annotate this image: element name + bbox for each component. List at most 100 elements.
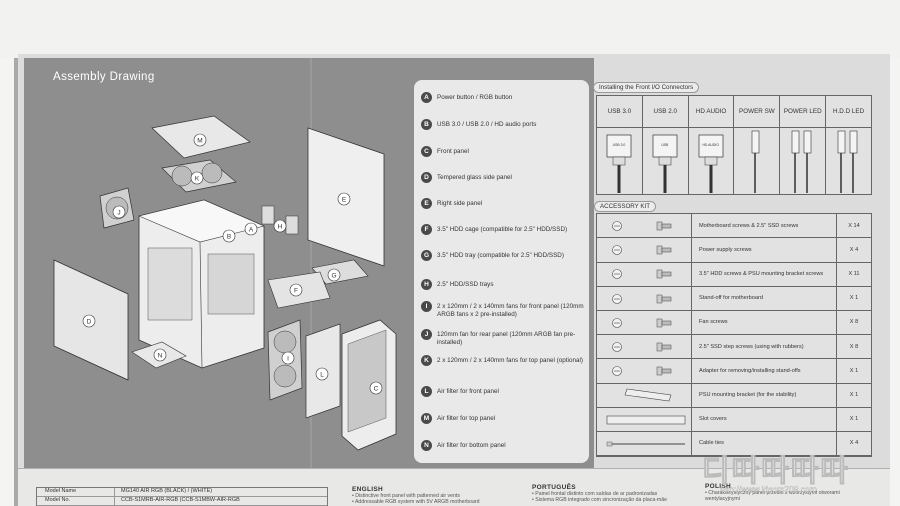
legend-key-badge: G: [421, 250, 432, 261]
io-connector-icon: [652, 134, 678, 193]
legend-text: Power button / RGB button: [437, 93, 513, 101]
accessory-description: PSU mounting bracket (for the stability): [692, 383, 837, 407]
legend-text: Right side panel: [437, 199, 483, 207]
legend-key-badge: E: [421, 198, 432, 209]
legend-text: 3.5" HDD cage (compatible for 2.5" HDD/S…: [437, 225, 568, 233]
accessory-part-icon: [597, 310, 692, 335]
spec-value: CCB-S1MRB-AIR-RGB (CCB-S1MBW-AIR-RGB: [121, 497, 240, 503]
svg-text:I: I: [287, 356, 289, 363]
accessory-description: Fan screws: [692, 310, 837, 335]
io-connector-icon: [752, 130, 760, 193]
legend-text: Air filter for front panel: [437, 387, 499, 395]
svg-text:J: J: [117, 210, 120, 217]
svg-text:K: K: [195, 176, 200, 183]
accessory-row: Power supply screws X 4: [597, 238, 871, 263]
accessory-description: 3.5" HDD screws & PSU mounting bracket s…: [692, 262, 837, 286]
accessory-quantity: X 4: [849, 440, 859, 447]
accessory-part-icon: [597, 238, 692, 262]
legend-key-badge: H: [421, 279, 432, 290]
spec-key: Model No.: [37, 497, 115, 505]
svg-text:A: A: [249, 227, 254, 234]
accessory-part-icon: [597, 407, 692, 431]
svg-text:E: E: [342, 197, 347, 204]
io-connector-icon: [698, 134, 724, 193]
legend-text: 2.5" HDD/SSD trays: [437, 280, 494, 288]
background-top: [0, 0, 900, 58]
legend-item: A Power button / RGB button: [421, 92, 587, 103]
legend-key-badge: L: [421, 386, 432, 397]
svg-text:M: M: [197, 138, 202, 145]
legend-text: 3.5" HDD tray (compatible for 2.5" HDD/S…: [437, 251, 564, 259]
legend-item: E Right side panel: [421, 198, 587, 209]
legend-item: J 120mm fan for rear panel (120mm ARGB fa…: [421, 329, 587, 347]
io-column: H.D.D LED: [826, 96, 871, 194]
accessory-part-icon: [597, 431, 692, 456]
legend-key-badge: A: [421, 92, 432, 103]
io-connector-label: USB 3.0: [612, 143, 626, 147]
legend-key-badge: D: [421, 172, 432, 183]
accessory-quantity: X 14: [848, 222, 860, 229]
language-heading: POLISH: [705, 483, 731, 490]
assembly-drawing-title: Assembly Drawing: [53, 71, 155, 83]
legend-item: D Tempered glass side panel: [421, 172, 587, 183]
accessory-row: 2.5" SSD step screws (using with rubbers…: [597, 335, 871, 360]
legend-item: H 2.5" HDD/SSD trays: [421, 279, 587, 290]
accessory-part-icon: [597, 286, 692, 310]
svg-text:C: C: [374, 386, 379, 393]
accessory-quantity: X 4: [849, 246, 859, 253]
lang-english: ENGLISH• Distinctive front panel with pa…: [352, 486, 480, 505]
exploded-view-illustration: M K J B A H G F E: [53, 115, 397, 451]
language-feature-line: • Distinctive front panel with patterned…: [352, 493, 460, 499]
io-column-header: H.D.D LED: [826, 96, 871, 128]
io-column: POWER LED: [780, 96, 827, 194]
legend-key-badge: I: [421, 301, 432, 312]
legend-key-badge: M: [421, 413, 432, 424]
language-feature-line: • Painel frontal distinto com saídas de …: [532, 491, 658, 497]
io-connector-icon: [792, 130, 812, 193]
accessory-description: 2.5" SSD step screws (using with rubbers…: [692, 335, 837, 359]
spec-value: MG140 AIR RGB (BLACK) / (WHITE): [121, 488, 213, 494]
language-heading: PORTUGUÊS: [532, 484, 576, 491]
io-connector-label: USB: [661, 143, 669, 147]
svg-text:N: N: [158, 353, 163, 360]
legend-text: Tempered glass side panel: [437, 173, 512, 181]
language-feature-line: • Addressable RGB system with 5V ARGB mo…: [352, 499, 480, 505]
language-feature-line: • Charakterystyczny panel przedni z wzor…: [705, 490, 840, 496]
accessory-description: Slot covers: [692, 407, 837, 431]
accessory-part-icon: [597, 214, 692, 238]
io-column-header: USB 3.0: [597, 96, 642, 128]
watermark-url: http://www.ldsom209.com: [720, 484, 817, 494]
io-section-label: Installing the Front I/O Connectors: [593, 82, 700, 93]
accessory-quantity: X 1: [849, 416, 859, 423]
legend-text: Front panel: [437, 147, 469, 155]
fold-line: [310, 58, 312, 468]
language-feature-line: wentylacyjnymi: [705, 496, 740, 502]
legend-key-badge: J: [421, 329, 432, 340]
accessory-description: Cable ties: [692, 431, 837, 456]
io-column-header: POWER SW: [734, 96, 780, 128]
lang-polish: POLISH• Charakterystyczny panel przedni …: [705, 483, 840, 502]
legend-text: 2 x 120mm / 2 x 140mm fans for top panel…: [437, 356, 583, 364]
watermark: 디따따따따 http://www.ldsom209.com: [702, 446, 892, 502]
io-connector-icon: [837, 130, 858, 193]
accessory-quantity: X 8: [849, 319, 859, 326]
svg-text:L: L: [320, 372, 324, 379]
io-column-header: POWER LED: [780, 96, 826, 128]
accessory-quantity: X 1: [849, 367, 859, 374]
parts-legend: [414, 80, 589, 463]
legend-text: 120mm fan for rear panel (120mm ARGB fan…: [437, 330, 576, 346]
io-column: POWER SW: [734, 96, 781, 194]
legend-text: Air filter for bottom panel: [437, 441, 506, 449]
accessory-quantity: X 8: [849, 343, 859, 350]
accessory-row: Cable ties X 4: [597, 431, 871, 457]
accessory-description: Power supply screws: [692, 238, 837, 262]
language-heading: ENGLISH: [352, 486, 383, 493]
